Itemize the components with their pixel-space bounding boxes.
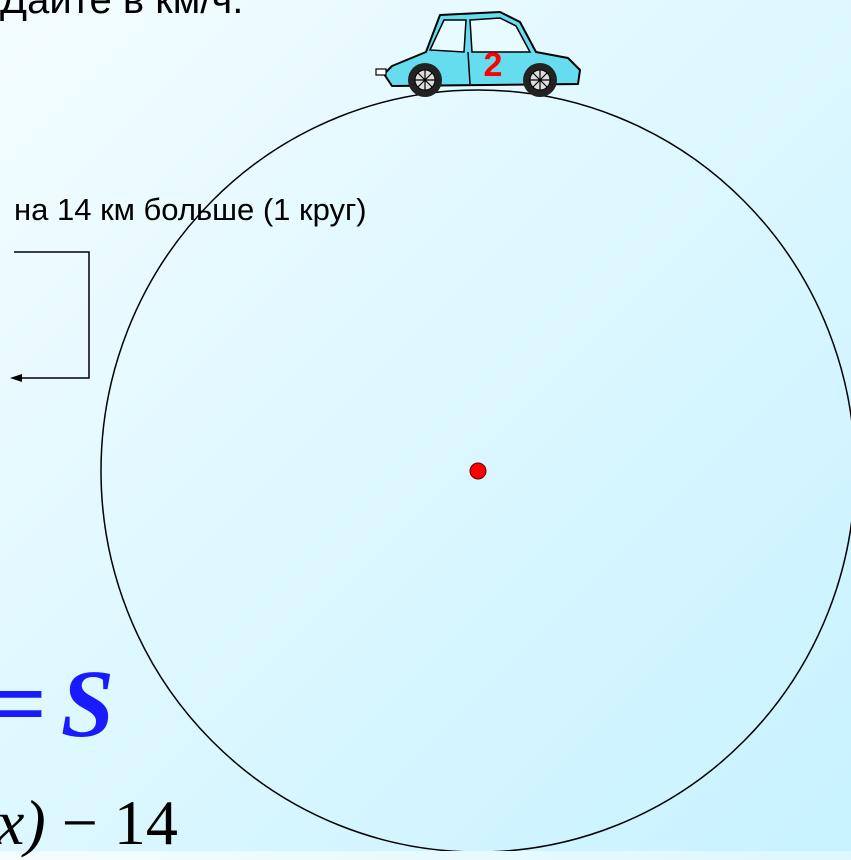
variable-s: S [61,650,114,757]
formula-tail-var: x) [0,787,46,858]
car-number: 2 [484,46,503,84]
front-wheel-icon [408,63,442,97]
equals-sign: = [0,650,47,757]
formula-tail-rest: − 14 [46,787,178,858]
formula-equals-s: =S [0,648,114,759]
track-center-dot [470,463,486,479]
rear-wheel-icon [523,63,557,97]
car-icon: 2 [376,12,580,97]
bracket-arrow [10,252,89,382]
formula-bottom: x) − 14 [0,786,178,860]
